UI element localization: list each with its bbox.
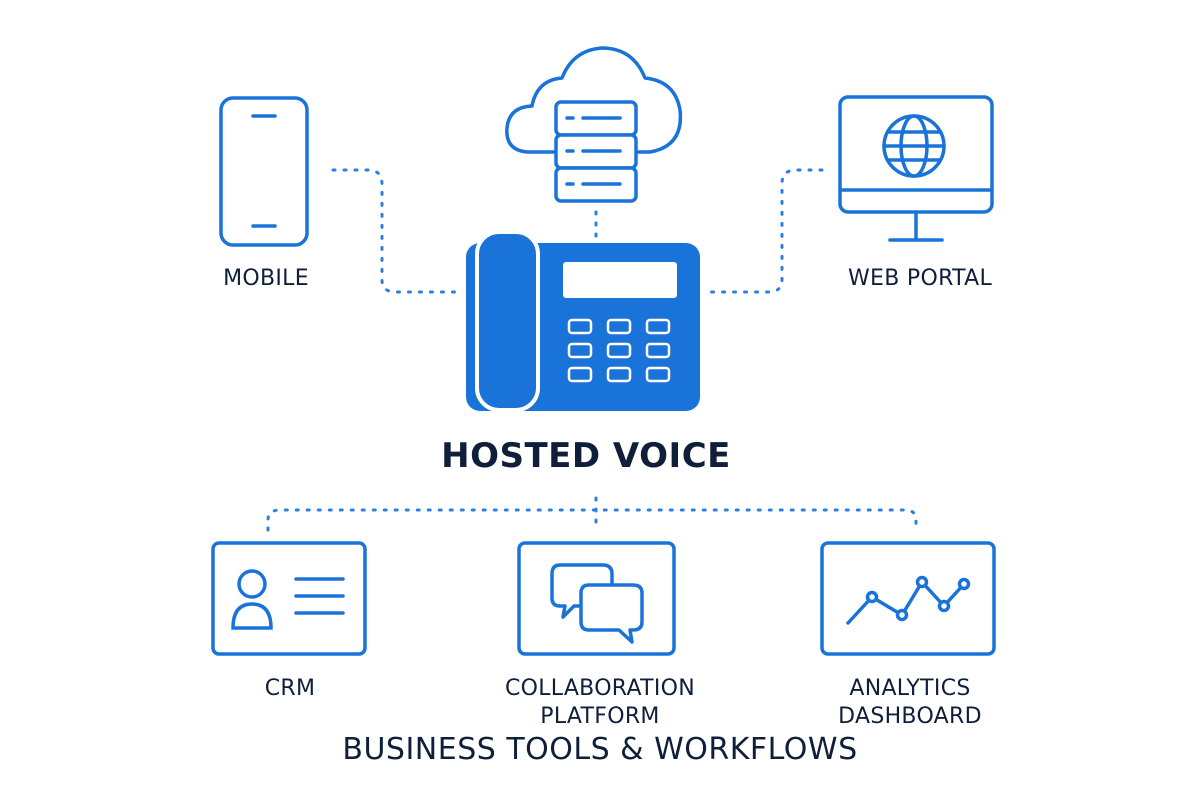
analytics-label-line2: DASHBOARD	[838, 704, 982, 729]
smartphone-icon	[219, 96, 309, 247]
crm-label: CRM	[264, 676, 316, 701]
footer-title: BUSINESS TOOLS & WORKFLOWS	[342, 732, 858, 767]
globe-monitor-icon	[838, 95, 994, 242]
web-portal-label: WEB PORTAL	[847, 266, 993, 291]
line-chart-icon	[820, 541, 996, 656]
mobile-label: MOBILE	[223, 266, 309, 291]
chat-bubbles-icon	[517, 541, 676, 656]
connector-web-portal	[706, 168, 824, 294]
cloud-server-icon	[505, 46, 683, 203]
collaboration-label-line2: PLATFORM	[540, 704, 660, 729]
contact-card-icon	[211, 541, 367, 656]
analytics-label-line1: ANALYTICS	[849, 676, 971, 701]
center-title: HOSTED VOICE	[441, 436, 731, 476]
desk-phone-icon	[466, 230, 700, 412]
collaboration-label-line1: COLLABORATION	[504, 676, 696, 701]
connector-bus	[266, 508, 918, 532]
connectors	[266, 168, 918, 532]
connector-mobile	[331, 168, 464, 294]
